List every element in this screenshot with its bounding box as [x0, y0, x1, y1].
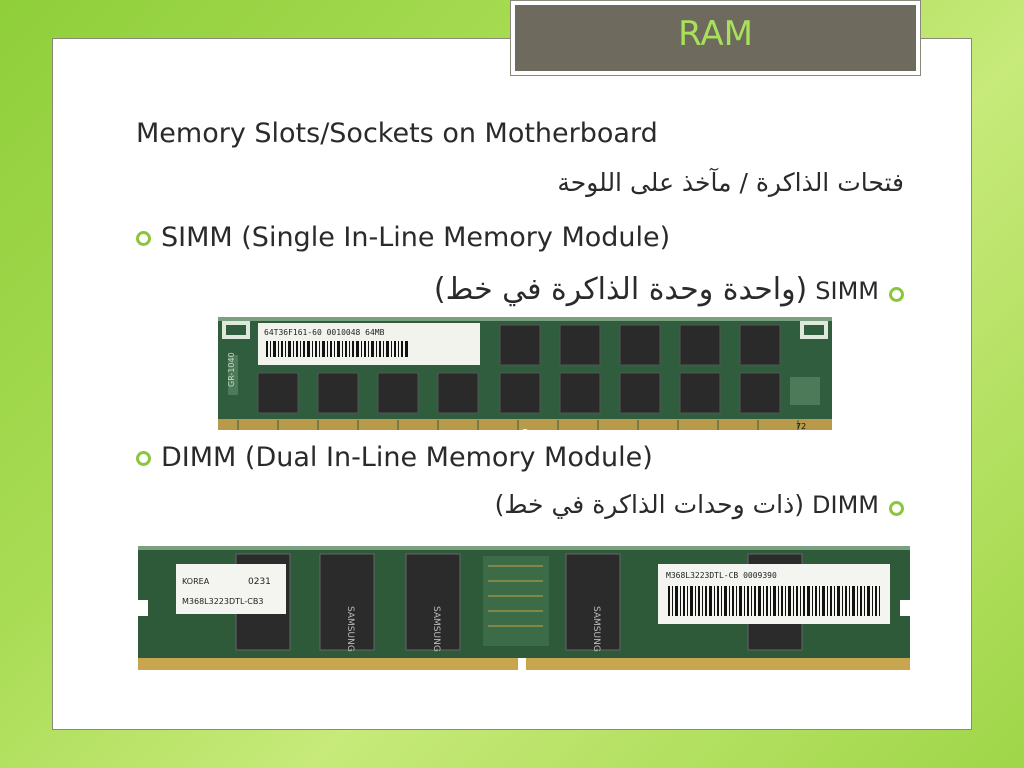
simm-chips-top: [499, 324, 781, 366]
bullet-simm-english: SIMM (Single In-Line Memory Module): [136, 222, 670, 253]
bullet-dimm-english: DIMM (Dual In-Line Memory Module): [136, 442, 653, 473]
simm-edge-pins: [237, 420, 799, 430]
dimm-arabic-text: (ذات وحدات الذاكرة في خط): [494, 490, 805, 519]
bullet-icon: [136, 231, 151, 246]
simm-side-text: GR-1040: [227, 352, 236, 387]
simm-arabic-label: SIMM: [815, 277, 879, 305]
simm-edge-number: 72: [796, 422, 806, 431]
dimm-right-label-text: M368L3223DTL-CB 0009390: [666, 571, 777, 580]
heading-memory-slots: Memory Slots/Sockets on Motherboard: [136, 118, 658, 149]
bullet-icon: [136, 451, 151, 466]
dimm-chip-brand: SAMSUNG: [591, 606, 601, 652]
bullet-icon: [889, 501, 904, 516]
dimm-chip-brand: SAMSUNG: [431, 606, 441, 652]
dimm-label-korea: KOREA: [182, 577, 210, 586]
dimm-english-text: DIMM (Dual In-Line Memory Module): [161, 442, 653, 473]
dimm-module-image: SAMSUNG SAMSUNG SAMSUNG KOREA 0231 M368L…: [138, 546, 910, 670]
dimm-barcode: [668, 586, 880, 616]
simm-english-text: SIMM (Single In-Line Memory Module): [161, 222, 671, 253]
simm-chips-bottom: [257, 372, 781, 414]
heading-memory-slots-arabic: فتحات الذاكرة / مآخذ على اللوحة: [557, 168, 904, 197]
dimm-chip-brand: SAMSUNG: [345, 606, 355, 652]
bullet-icon: [889, 287, 904, 302]
dimm-label-model: M368L3223DTL-CB3: [182, 597, 263, 606]
dimm-arabic-label: DIMM: [812, 491, 879, 519]
title-box: RAM: [510, 0, 921, 76]
bullet-simm-arabic: SIMM(واحدة وحدة الذاكرة في خط): [300, 272, 904, 307]
dimm-traces: [488, 565, 543, 627]
slide-title: RAM: [515, 5, 916, 71]
bullet-dimm-arabic: DIMM(ذات وحدات الذاكرة في خط): [300, 490, 904, 519]
simm-label-text: 64T36F161-60 0010048 64MB: [264, 328, 385, 337]
simm-barcode: [266, 341, 408, 357]
simm-module-image: GR-1040 64T36F161-60 0010048 64MB 72: [218, 317, 832, 437]
dimm-label-code: 0231: [248, 577, 271, 587]
simm-arabic-text: (واحدة وحدة الذاكرة في خط): [433, 272, 808, 307]
